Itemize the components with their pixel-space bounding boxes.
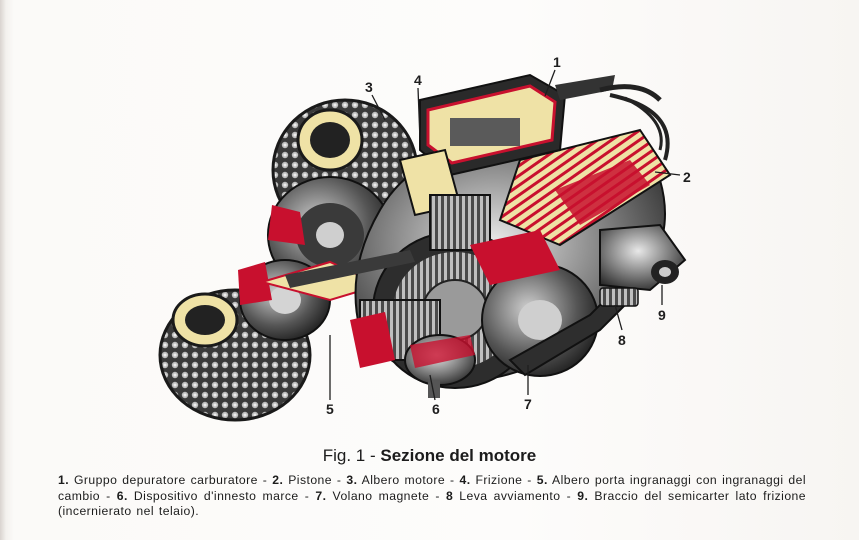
- callout-3: 3: [365, 79, 373, 95]
- leader-lines: [329, 69, 681, 401]
- callout-9: 9: [658, 307, 666, 323]
- callout-1: 1: [553, 54, 561, 70]
- callout-4: 4: [414, 72, 422, 88]
- legend-item: 1. Gruppo depuratore carburatore -: [58, 473, 273, 487]
- legend-item: 4. Frizione -: [459, 473, 537, 487]
- figure-caption: Fig. 1 - Sezione del motore: [0, 446, 859, 466]
- callout-2: 2: [683, 169, 691, 185]
- engine-cutaway-illustration: 1 2 3 4 5 6 7 8 9: [158, 54, 691, 422]
- clutch: [398, 148, 560, 285]
- callout-8: 8: [618, 332, 626, 348]
- cylinder-fins: [498, 128, 672, 247]
- legend-item: 9. Braccio del semicarter lato frizione …: [58, 488, 806, 519]
- gearbox-shaft: [285, 250, 441, 368]
- figure-legend: 1. Gruppo depuratore carburatore - 2. Pi…: [58, 473, 806, 520]
- legend-item: 3. Albero motore -: [346, 473, 460, 487]
- callout-6: 6: [432, 401, 440, 417]
- gear-selector: [404, 334, 476, 398]
- caption-prefix: Fig. 1 -: [322, 446, 381, 465]
- legend-item: 8 Leva avviamento -: [445, 488, 578, 503]
- legend-item: 5. Albero porta ingranaggi con ingranagg…: [58, 473, 807, 503]
- legend-item: 6. Dispositivo d'innesto marce -: [116, 488, 316, 503]
- swing-arm: [599, 223, 687, 292]
- caption-title: Sezione del motore: [380, 446, 537, 465]
- cable: [609, 93, 670, 161]
- callout-5: 5: [326, 401, 334, 417]
- legend-item: 2. Pistone -: [272, 473, 347, 487]
- callout-7: 7: [524, 396, 532, 412]
- legend-item: 7. Volano magnete -: [315, 488, 446, 503]
- carburettor-filter: [419, 73, 662, 177]
- kickstart-lever: [508, 287, 639, 377]
